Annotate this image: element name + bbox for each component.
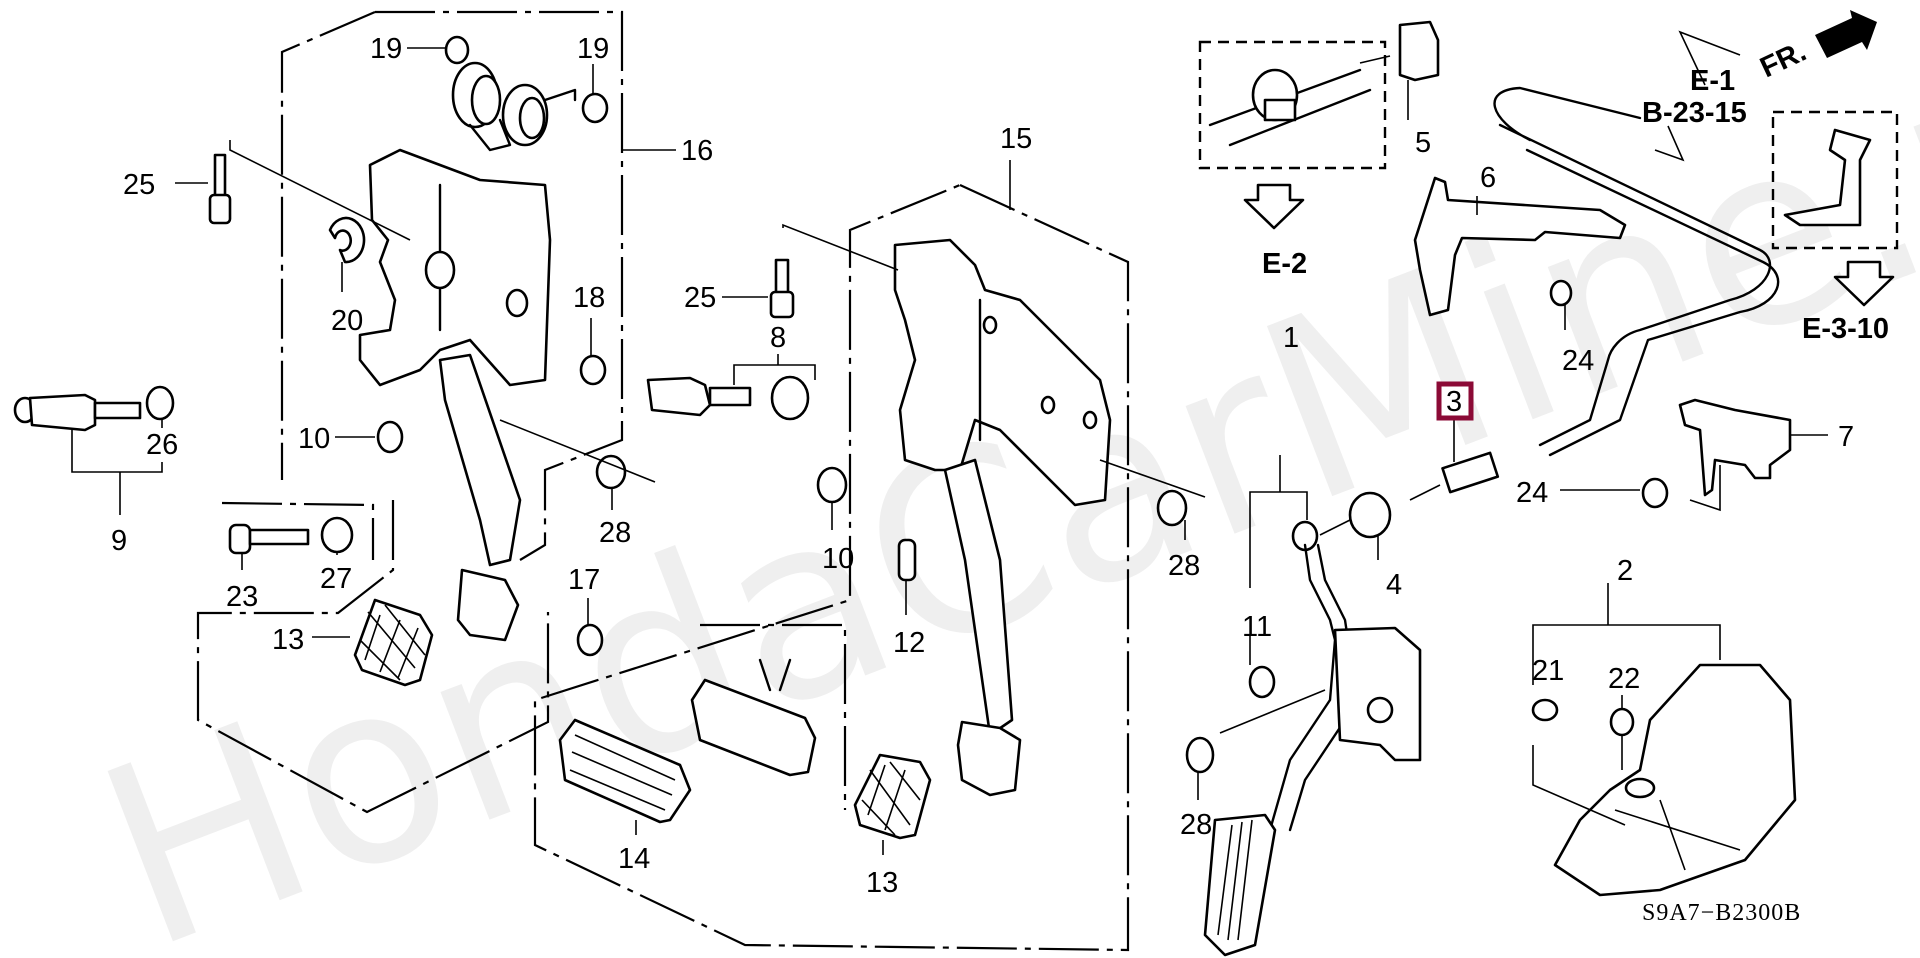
label-26[interactable]: 26 (146, 429, 178, 461)
clip-10-left (376, 420, 404, 454)
bushing-20 (328, 216, 366, 264)
label-16[interactable]: 16 (681, 135, 713, 167)
drawing-code: S9A7−B2300B (1642, 900, 1801, 926)
front-arrow-icon (1815, 10, 1877, 58)
return-spring (451, 61, 577, 152)
clutch-pedal-group (280, 10, 676, 687)
switch-8-assembly (646, 223, 899, 421)
label-28-right[interactable]: 28 (1180, 809, 1212, 841)
label-19-left[interactable]: 19 (370, 33, 402, 65)
clip-11 (1248, 665, 1276, 699)
label-1[interactable]: 1 (1283, 322, 1299, 354)
label-7[interactable]: 7 (1838, 421, 1854, 453)
clutch-pedal-arm (438, 353, 522, 567)
floor-cover-2 (1531, 583, 1797, 897)
bushing-19-left (444, 35, 470, 65)
label-18[interactable]: 18 (573, 282, 605, 314)
spring-12 (897, 538, 917, 582)
nut-28-left (595, 454, 627, 490)
label-8[interactable]: 8 (770, 322, 786, 354)
cable-clamp-detail (1208, 68, 1372, 147)
brake-pedal-group (533, 160, 1130, 952)
e1-arrow-down (1654, 125, 1685, 162)
cable-clamp-5 (1398, 20, 1440, 82)
e1-arrow-up (1678, 30, 1741, 86)
accelerator-pedal-1 (1203, 455, 1422, 957)
pedal-pad-plate (690, 678, 817, 777)
throttle-cable (1493, 86, 1772, 447)
label-21[interactable]: 21 (1532, 655, 1564, 687)
bolt-24-lower (1641, 477, 1669, 509)
group-16-outline (375, 10, 624, 561)
clip-10-middle (816, 466, 848, 504)
brake-pedal-pad (956, 720, 1022, 797)
label-28-middle[interactable]: 28 (1168, 550, 1200, 582)
brake-pedal-bracket (893, 238, 1112, 507)
label-2[interactable]: 2 (1617, 555, 1633, 587)
down-arrow-e310 (1833, 260, 1895, 307)
highlight-box-3 (1436, 381, 1474, 421)
ref-b2315[interactable]: B-23-15 (1642, 97, 1747, 129)
label-20[interactable]: 20 (331, 305, 363, 337)
label-5[interactable]: 5 (1415, 127, 1431, 159)
label-25-left[interactable]: 25 (123, 169, 155, 201)
label-24-upper[interactable]: 24 (1562, 345, 1594, 377)
label-10-left[interactable]: 10 (298, 423, 330, 455)
label-11[interactable]: 11 (1242, 611, 1272, 643)
label-17[interactable]: 17 (568, 564, 600, 596)
clutch-switch-9 (13, 385, 175, 515)
clutch-pedal-pad (456, 568, 520, 642)
bracket-7 (1678, 398, 1792, 497)
label-14[interactable]: 14 (618, 843, 650, 875)
group-16-outline-left (280, 10, 376, 480)
down-arrow-e2 (1243, 183, 1305, 230)
nut-26 (145, 385, 175, 421)
ref-e310[interactable]: E-3-10 (1802, 313, 1889, 345)
group-15-outline (533, 183, 1130, 952)
label-27[interactable]: 27 (320, 563, 352, 595)
bolt-23-nut-27 (196, 500, 550, 814)
label-3-highlighted[interactable]: 3 (1446, 386, 1462, 418)
nut-28-middle (1156, 489, 1188, 527)
label-12[interactable]: 12 (893, 627, 925, 659)
ref-e2[interactable]: E-2 (1262, 248, 1307, 280)
cable-end-3 (1441, 451, 1500, 494)
label-28-left[interactable]: 28 (599, 517, 631, 549)
label-23[interactable]: 23 (226, 581, 258, 613)
ref-e1[interactable]: E-1 (1690, 65, 1735, 97)
label-10-middle[interactable]: 10 (822, 543, 854, 575)
label-24-lower[interactable]: 24 (1516, 477, 1548, 509)
brake-pedal-arm (943, 458, 1014, 737)
detail-box-e310 (1771, 110, 1899, 250)
label-13-left[interactable]: 13 (272, 624, 304, 656)
clip-17 (576, 623, 604, 657)
label-4[interactable]: 4 (1386, 569, 1402, 601)
callout-labels: 19 19 16 25 20 18 26 10 9 23 27 13 28 15… (111, 33, 1854, 899)
bolt-25-left (175, 140, 411, 241)
label-25-middle[interactable]: 25 (684, 282, 716, 314)
label-6[interactable]: 6 (1480, 162, 1496, 194)
detail-box-e2 (1198, 40, 1387, 170)
bushing-19-right (581, 92, 609, 124)
cable-bracket-6 (1413, 176, 1627, 317)
label-15[interactable]: 15 (1000, 123, 1032, 155)
label-13-right[interactable]: 13 (866, 867, 898, 899)
nut-22 (1609, 707, 1635, 737)
accelerator-pad (1203, 813, 1277, 957)
label-19-right[interactable]: 19 (577, 33, 609, 65)
collar-18 (579, 354, 607, 386)
nut-28-right (1185, 736, 1215, 774)
bushing-4 (1348, 491, 1392, 539)
label-9[interactable]: 9 (111, 525, 127, 557)
pedal-pad-14 (558, 718, 692, 824)
pedal-pad-cover-13-right (853, 753, 932, 840)
clip-21 (1531, 698, 1559, 722)
label-22[interactable]: 22 (1608, 663, 1640, 695)
bolt-24-upper (1549, 279, 1573, 307)
